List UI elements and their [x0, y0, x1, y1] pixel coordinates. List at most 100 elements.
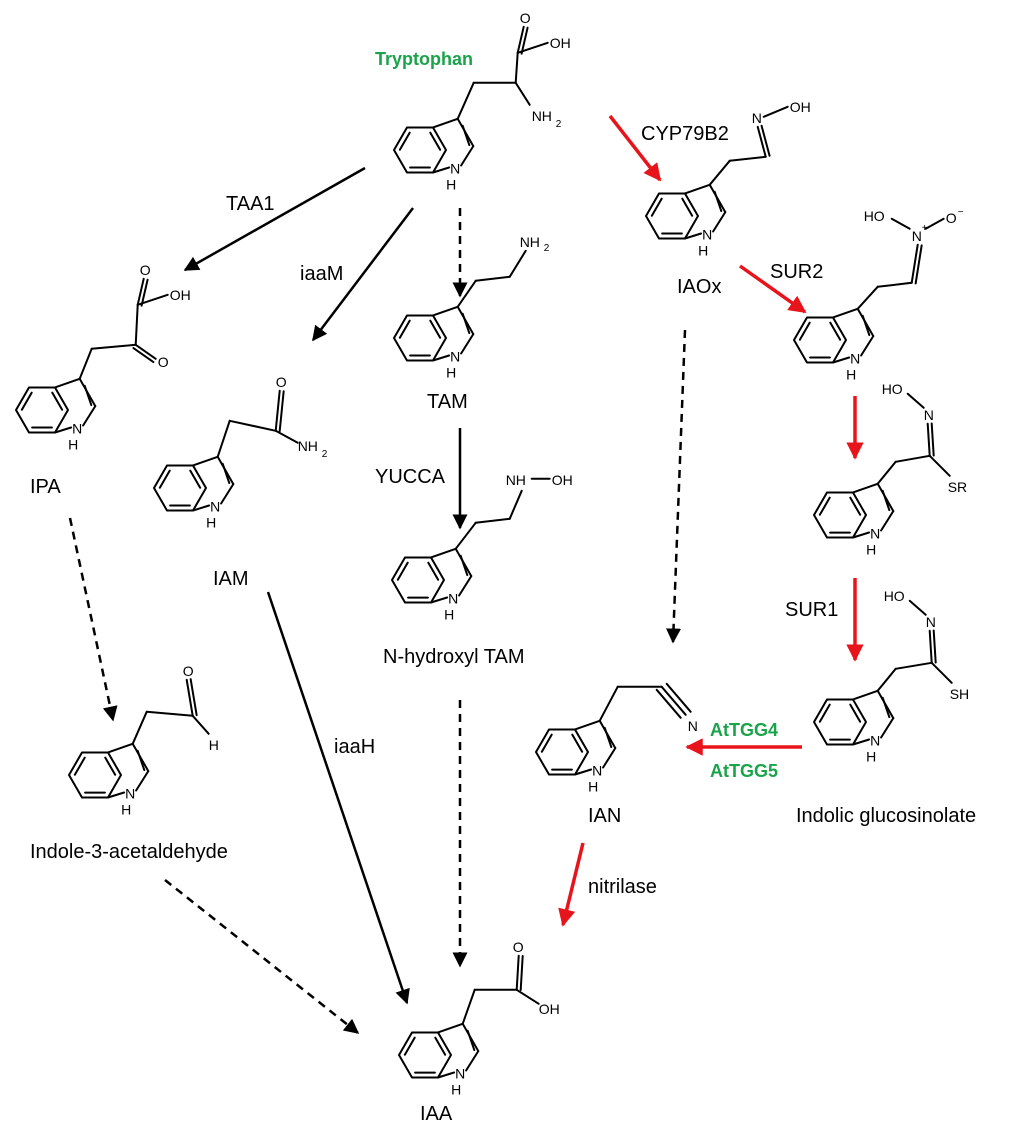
nitrilase-label: nitrilase [588, 876, 657, 898]
sur1-label: SUR1 [785, 599, 838, 621]
n-hydroxyl-tam-label: N-hydroxyl TAM [383, 646, 525, 668]
n-atom: N [448, 591, 458, 607]
arrow-trp-to-iam [312, 207, 414, 342]
n-atom: N [688, 718, 698, 734]
arrow-ipa-to-acetaldehyde [68, 517, 118, 722]
subscript: 2 [544, 243, 550, 254]
charge: + [922, 223, 928, 234]
n-atom: N [850, 351, 860, 367]
ian-label: IAN [588, 805, 621, 827]
n-atom: N [924, 407, 934, 423]
h-atom: H [846, 367, 856, 383]
oh-atom: OH [170, 287, 191, 303]
charge: − [958, 207, 964, 218]
n-atom: N [752, 110, 762, 126]
n-atom: N [72, 421, 82, 437]
ho-atom: HO [882, 381, 903, 397]
nh2-atom: NH [520, 234, 540, 250]
taa1-label: TAA1 [226, 193, 275, 215]
iam-label: IAM [213, 568, 249, 590]
arrow-ian-to-iaa [558, 842, 585, 927]
nh-atom: NH [506, 472, 526, 488]
arrow-trp-to-ipa [183, 166, 366, 272]
n-atom: N [450, 349, 460, 365]
cyp79b2-label: CYP79B2 [641, 123, 729, 145]
h-atom: H [121, 802, 131, 818]
arrow-trp-to-iaox [608, 114, 662, 182]
oh-atom: OH [790, 99, 811, 115]
iaa-label: IAA [420, 1103, 453, 1125]
n-atom: N [870, 526, 880, 542]
h-atom: H [444, 607, 454, 623]
n-atom: N [926, 614, 936, 630]
ipa-label: IPA [30, 476, 61, 498]
oh-atom: OH [550, 35, 571, 51]
sh-atom: SH [950, 686, 969, 702]
arrow-iam-to-iaa [266, 591, 410, 1005]
h-atom: H [68, 437, 78, 453]
h-atom: H [866, 749, 876, 765]
h-atom: H [446, 177, 456, 193]
n-hydroxyl-tam-structure: NH NH OH [391, 472, 573, 623]
tam-structure: NH NH 2 [393, 234, 550, 381]
h-atom: H [588, 779, 598, 795]
iaa-structure: NH O OH [398, 939, 560, 1098]
nh2-atom: NH [532, 108, 552, 124]
yucca-label: YUCCA [375, 466, 446, 488]
n-atom: N [125, 786, 135, 802]
compound-labels: Tryptophan IAOx IPA IAM TAM N-hydroxyl T… [30, 49, 976, 1125]
n-atom: N [702, 227, 712, 243]
h-atom: H [698, 243, 708, 259]
o-atom: O [183, 663, 194, 679]
h-atom: H [451, 1082, 461, 1098]
subscript: 2 [556, 119, 562, 130]
oh-atom: OH [539, 1001, 560, 1017]
ho-atom: HO [884, 588, 905, 604]
attgg5-label: AtTGG5 [710, 761, 778, 781]
h-atom: H [446, 365, 456, 381]
n-atom: N [870, 733, 880, 749]
o-atom: O [520, 10, 531, 26]
h-atom: H [206, 515, 216, 531]
ipa-structure: NH O O OH [15, 262, 191, 453]
indole-3-acetaldehyde-label: Indole-3-acetaldehyde [30, 841, 228, 863]
sur2-label: SUR2 [770, 261, 823, 283]
o-atom: O [513, 939, 524, 955]
indolic-glucosinolate-label: Indolic glucosinolate [796, 805, 976, 827]
h-atom: H [209, 737, 219, 753]
tam-label: TAM [427, 391, 468, 413]
arrow-acetaldehyde-to-iaa [164, 879, 360, 1034]
sr-atom: SR [948, 479, 967, 495]
n-atom: N [912, 228, 922, 244]
iaam-label: iaaM [300, 263, 343, 285]
h-atom: H [866, 542, 876, 558]
arrows [68, 114, 864, 1034]
oh-atom: OH [552, 472, 573, 488]
arrow-iaox-to-ian [666, 329, 687, 644]
arrow-iaox-to-aci-nitro [738, 264, 807, 314]
subscript: 2 [322, 449, 328, 460]
n-atom: N [210, 499, 220, 515]
nh2-atom: NH [298, 438, 318, 454]
n-atom: N [592, 763, 602, 779]
enzyme-labels: CYP79B2 TAA1 iaaM SUR2 YUCCA SUR1 AtTGG4… [226, 123, 838, 898]
o-atom: O [158, 354, 169, 370]
iaox-label: IAOx [677, 276, 721, 298]
n-atom: N [450, 161, 460, 177]
n-atom: N [455, 1066, 465, 1082]
iaah-label: iaaH [334, 736, 375, 758]
tryptophan-structure: NH NH 2 O OH [393, 10, 571, 193]
attgg4-label: AtTGG4 [710, 720, 778, 740]
ho-atom: HO [864, 208, 885, 224]
o-atom: O [140, 262, 151, 278]
ian-structure: NHN [535, 682, 698, 795]
tryptophan-label: Tryptophan [375, 49, 473, 69]
